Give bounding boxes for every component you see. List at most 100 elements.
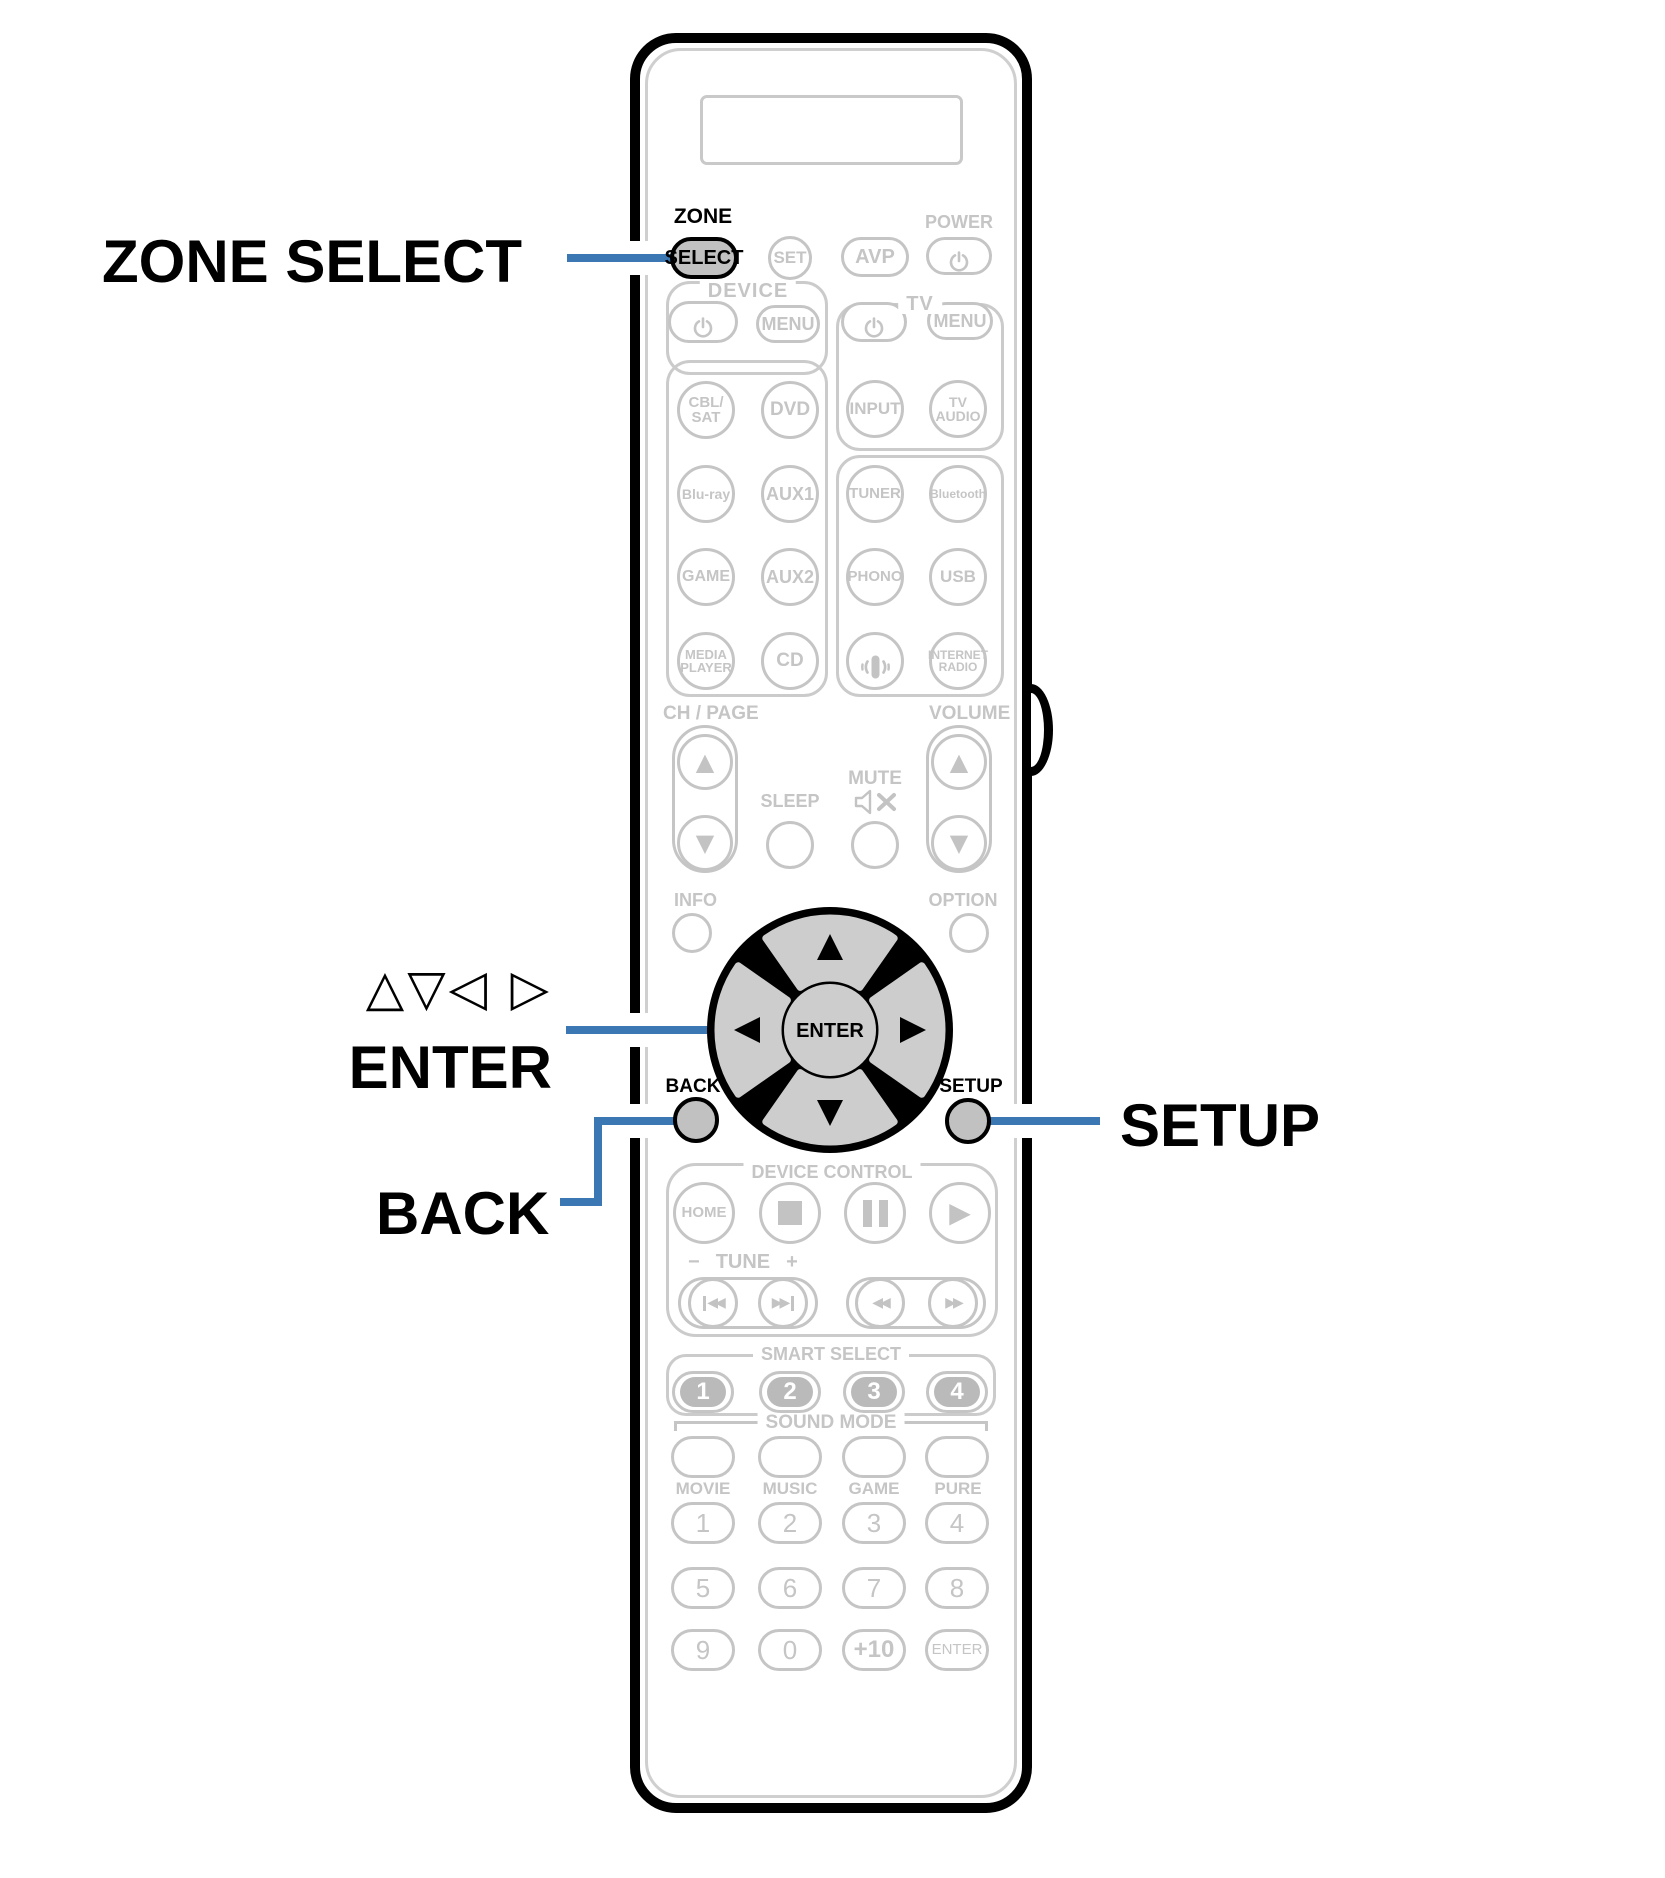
cursor-arrows-callout: △▽◁ ▷ [365,959,552,1017]
num-enter-button[interactable]: ENTER [925,1629,989,1671]
volume-down-button[interactable]: ▼ [931,815,987,871]
side-light-button[interactable] [1031,684,1053,776]
zone-select-callout-line [567,254,677,262]
volume-label: VOLUME [929,703,1011,724]
rewind-icon: ◀◀ [872,1295,890,1311]
pause-button[interactable] [844,1182,906,1244]
pure-label: PURE [934,1479,982,1498]
tv-group-label: TV [898,294,942,314]
set-button[interactable]: SET [768,236,812,280]
zone-select-callout: ZONE SELECT [102,228,523,295]
volume-up-button[interactable]: ▲ [931,734,987,790]
device-menu-button[interactable]: MENU [756,305,820,343]
num-4-button[interactable]: 4 [925,1502,989,1544]
blu-ray-button[interactable]: Blu-ray [677,465,735,523]
dvd-button[interactable]: DVD [761,381,819,439]
sound-mode-label: SOUND MODE [757,1413,905,1432]
remote-inner-outline [645,48,1017,1798]
rewind-button[interactable]: ◀◀ [855,1278,905,1328]
aux2-button[interactable]: AUX2 [761,548,819,606]
fast-forward-button[interactable]: ▶▶ [928,1278,978,1328]
home-button[interactable]: HOME [673,1182,735,1244]
heos-button[interactable] [846,632,904,690]
back-print-label: BACK [665,1076,721,1097]
cbl-sat-button[interactable]: CBL/ SAT [677,381,735,439]
input-button[interactable]: INPUT [846,380,904,438]
game-label: GAME [848,1479,900,1498]
num-5-button[interactable]: 5 [671,1567,735,1609]
media-player-button[interactable]: MEDIA PLAYER [677,632,735,690]
cursor-pad: ENTER [707,907,953,1153]
setup-print-label: SETUP [939,1076,1003,1097]
smart-select-3-button[interactable]: 3 [843,1371,905,1413]
tuner-button[interactable]: TUNER [846,465,904,523]
fast-forward-icon: ▶▶ [945,1295,963,1311]
skip-forward-icon: ▶▶ [772,1295,795,1311]
down-triangle-icon: ▼ [695,829,715,857]
avp-button[interactable]: AVP [841,237,909,277]
sound-mode-pure-button[interactable] [925,1436,989,1478]
setup-button[interactable] [945,1098,991,1144]
back-callout-line-h2 [594,1117,678,1125]
sound-mode-music-button[interactable] [758,1436,822,1478]
device-group-label: DEVICE [699,281,797,301]
power-label: POWER [924,212,994,232]
music-label: MUSIC [762,1479,818,1498]
option-button[interactable] [949,913,989,953]
cd-button[interactable]: CD [761,632,819,690]
tv-power-button[interactable] [841,302,907,342]
num-2-button[interactable]: 2 [758,1502,822,1544]
power-button[interactable] [926,237,992,275]
device-power-button[interactable] [668,301,738,343]
aux1-button[interactable]: AUX1 [761,465,819,523]
game-button[interactable]: GAME [677,548,735,606]
num-6-button[interactable]: 6 [758,1567,822,1609]
play-icon: ▶ [949,1196,971,1229]
phono-button[interactable]: PHONO [846,548,904,606]
zone-label: ZONE [673,205,733,228]
back-callout-line-v [594,1117,602,1206]
sleep-button[interactable] [766,821,814,869]
left-sources-group [666,360,828,697]
num-9-button[interactable]: 9 [671,1629,735,1671]
play-button[interactable]: ▶ [929,1182,991,1244]
stop-icon [778,1201,802,1225]
device-control-label: DEVICE CONTROL [743,1163,921,1181]
option-label: OPTION [928,890,998,910]
sound-mode-game-button[interactable] [842,1436,906,1478]
enter-button[interactable] [784,984,876,1076]
mute-button[interactable] [851,821,899,869]
internet-radio-button[interactable]: INTERNET RADIO [928,632,988,690]
info-button[interactable] [672,913,712,953]
left-arrow-icon [734,1017,760,1043]
power-icon [947,234,971,279]
sound-mode-movie-button[interactable] [671,1436,735,1478]
ch-page-up-button[interactable]: ▲ [677,734,733,790]
mute-label: MUTE [848,768,902,789]
num-7-button[interactable]: 7 [842,1567,906,1609]
ch-page-down-button[interactable]: ▼ [677,815,733,871]
tune-plus-label: + [786,1251,798,1273]
num-3-button[interactable]: 3 [842,1502,906,1544]
up-triangle-icon: ▲ [695,748,715,776]
num-0-button[interactable]: 0 [758,1629,822,1671]
right-arrow-icon [900,1017,926,1043]
pause-icon [862,1199,888,1227]
right-sources-group [836,455,1004,697]
remote-body [630,33,1032,1813]
tv-audio-button[interactable]: TV AUDIO [929,380,987,438]
stop-button[interactable] [759,1182,821,1244]
num-8-button[interactable]: 8 [925,1567,989,1609]
bluetooth-button[interactable]: Bluetooth [929,465,987,523]
ir-window [700,95,963,165]
num-plus10-button[interactable]: +10 [842,1629,906,1671]
smart-select-1-button[interactable]: 1 [672,1371,734,1413]
usb-button[interactable]: USB [929,548,987,606]
smart-select-4-button[interactable]: 4 [926,1371,988,1413]
skip-forward-button[interactable]: ▶▶ [758,1278,808,1328]
back-button[interactable] [673,1097,719,1143]
skip-back-button[interactable]: ◀◀ [688,1278,738,1328]
num-1-button[interactable]: 1 [671,1502,735,1544]
smart-select-2-button[interactable]: 2 [759,1371,821,1413]
zone-select-button[interactable]: SELECT [665,237,743,279]
